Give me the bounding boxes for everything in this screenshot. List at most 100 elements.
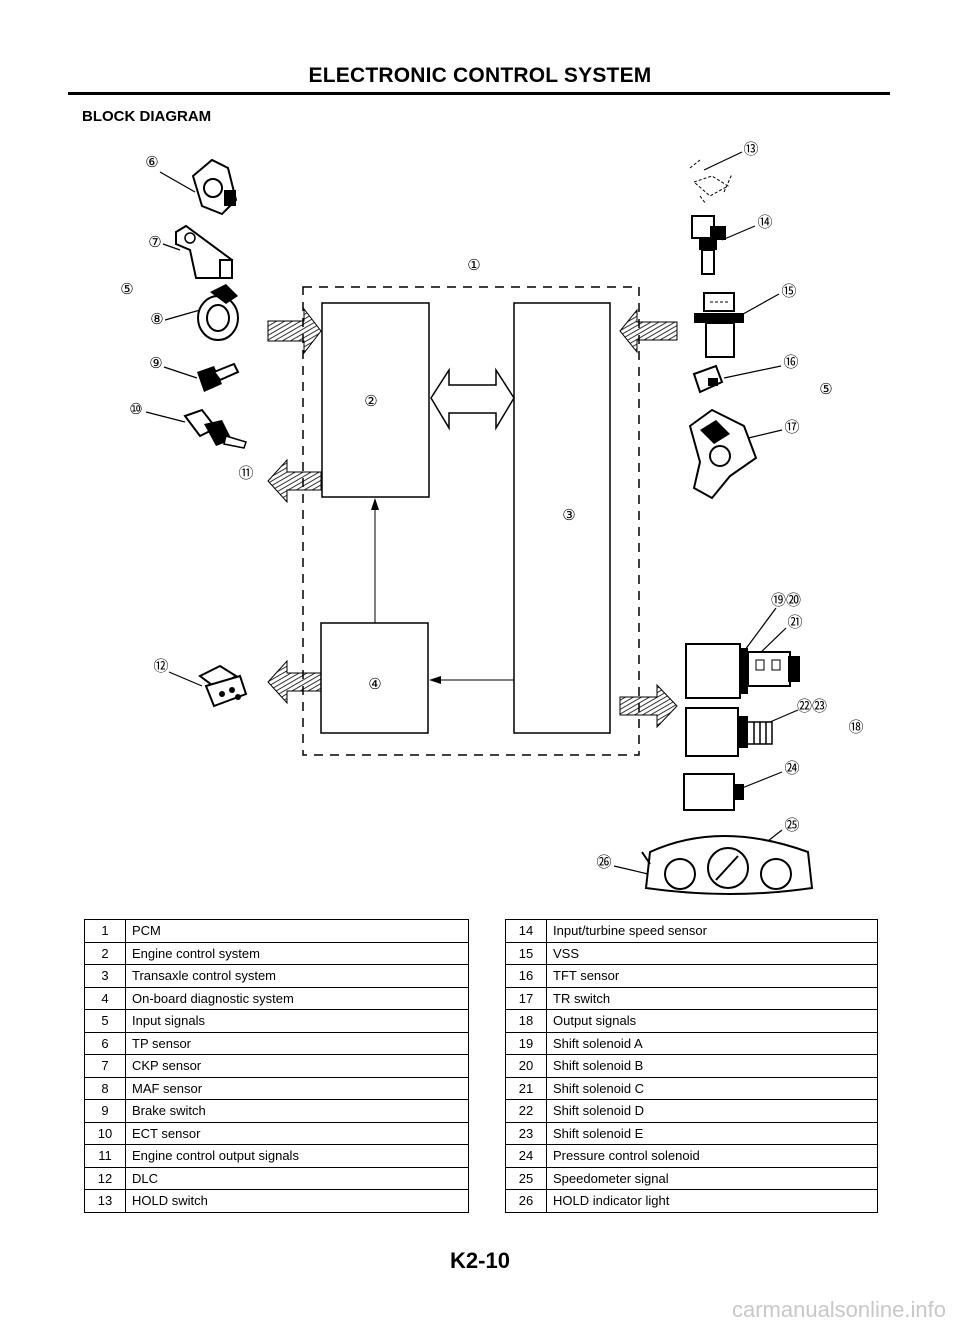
pcm-boundary — [302, 286, 640, 756]
legend-number: 12 — [84, 1166, 126, 1190]
legend-label: Shift solenoid E — [546, 1121, 878, 1145]
bidirectional-arrow — [430, 367, 515, 431]
tp-sensor-icon: ⑥ — [145, 154, 238, 216]
legend-label: Output signals — [546, 1009, 878, 1033]
callout-16: ⑯ — [783, 354, 798, 371]
transaxle-to-obd-arrowhead — [429, 676, 441, 684]
legend-number: 10 — [84, 1121, 126, 1145]
callout-8: ⑧ — [150, 311, 163, 328]
legend-number: 11 — [84, 1144, 126, 1168]
maf-sensor-icon: ⑧ — [150, 284, 239, 341]
watermark: carmanualsonline.info — [731, 1297, 946, 1322]
callout-24: ㉔ — [784, 760, 799, 777]
callout-21: ㉑ — [787, 614, 802, 631]
legend-number: 21 — [505, 1076, 547, 1100]
legend-number: 1 — [84, 919, 126, 943]
legend-number: 23 — [505, 1121, 547, 1145]
legend-label: TR switch — [546, 986, 878, 1010]
legend-label: On-board diagnostic system — [125, 986, 469, 1010]
section-title: ELECTRONIC CONTROL SYSTEM — [308, 64, 652, 87]
callout-4: ④ — [368, 676, 381, 693]
vss-sensor-icon: ⑮ — [694, 283, 797, 358]
legend-label: Shift solenoid B — [546, 1054, 878, 1078]
legend-number: 19 — [505, 1031, 547, 1055]
callout-5-left: ⑤ — [120, 281, 133, 298]
title-rule — [68, 92, 890, 95]
callout-7: ⑦ — [148, 234, 161, 251]
pressure-control-solenoid-icon: ㉔ — [683, 760, 800, 811]
input-turbine-speed-sensor-icon: ⑭ — [691, 214, 773, 275]
legend-label: Shift solenoid A — [546, 1031, 878, 1055]
callout-12: ⑫ — [153, 658, 168, 675]
transaxle-control-box — [513, 302, 611, 734]
legend-number: 20 — [505, 1054, 547, 1078]
legend-number: 4 — [84, 986, 126, 1010]
legend-number: 3 — [84, 964, 126, 988]
legend-number: 15 — [505, 941, 547, 965]
legend-number: 24 — [505, 1144, 547, 1168]
obd-box — [320, 622, 429, 734]
legend-number: 6 — [84, 1031, 126, 1055]
legend-label: Engine control system — [125, 941, 469, 965]
engine-control-box — [321, 302, 430, 498]
legend-number: 25 — [505, 1166, 547, 1190]
legend-label: VSS — [546, 941, 878, 965]
input-arrow-right — [619, 308, 678, 354]
input-arrow-left — [267, 307, 322, 355]
ckp-sensor-icon: ⑦ — [148, 224, 233, 279]
callout-6: ⑥ — [145, 154, 158, 171]
callout-2: ② — [364, 393, 377, 410]
legend-label: Speedometer signal — [546, 1166, 878, 1190]
legend-label: ECT sensor — [125, 1121, 469, 1145]
legend-number: 18 — [505, 1009, 547, 1033]
legend-number: 14 — [505, 919, 547, 943]
obd-to-engine-arrowhead — [371, 498, 379, 510]
legend-label: Pressure control solenoid — [546, 1144, 878, 1168]
ect-sensor-icon: ⑩ — [129, 401, 247, 449]
legend-label: Transaxle control system — [125, 964, 469, 988]
legend-label: TP sensor — [125, 1031, 469, 1055]
legend-label: Shift solenoid C — [546, 1076, 878, 1100]
output-arrow-right — [619, 683, 678, 729]
brake-switch-icon: ⑨ — [149, 355, 240, 392]
legend-number: 9 — [84, 1099, 126, 1123]
engine-output-arrow — [267, 458, 322, 504]
callout-9: ⑨ — [149, 355, 162, 372]
callout-13: ⑬ — [743, 141, 758, 158]
hold-switch-icon: ⑬ — [689, 141, 759, 205]
legend-label: MAF sensor — [125, 1076, 469, 1100]
tft-sensor-icon: ⑯ — [692, 354, 799, 394]
legend-number: 8 — [84, 1076, 126, 1100]
callout-11: ⑪ — [238, 465, 253, 482]
block-diagram: ① ② ③ ④ ⑤ ⑤ ⑱ ⑥ ⑦ ⑧ ⑨ ⑩ ⑪ ⑫ — [120, 141, 864, 895]
legend-number: 17 — [505, 986, 547, 1010]
callout-5-right: ⑤ — [819, 381, 832, 398]
legend-number: 7 — [84, 1054, 126, 1078]
legend-label: Engine control output signals — [125, 1144, 469, 1168]
legend-label: Shift solenoid D — [546, 1099, 878, 1123]
instrument-cluster-icon: ㉕ ㉖ — [596, 817, 814, 895]
legend-number: 13 — [84, 1189, 126, 1213]
callout-1: ① — [467, 257, 480, 274]
legend-label: Input/turbine speed sensor — [546, 919, 878, 943]
legend-label: HOLD indicator light — [546, 1189, 878, 1213]
legend-label: DLC — [125, 1166, 469, 1190]
page-number: K2-10 — [450, 1248, 510, 1273]
